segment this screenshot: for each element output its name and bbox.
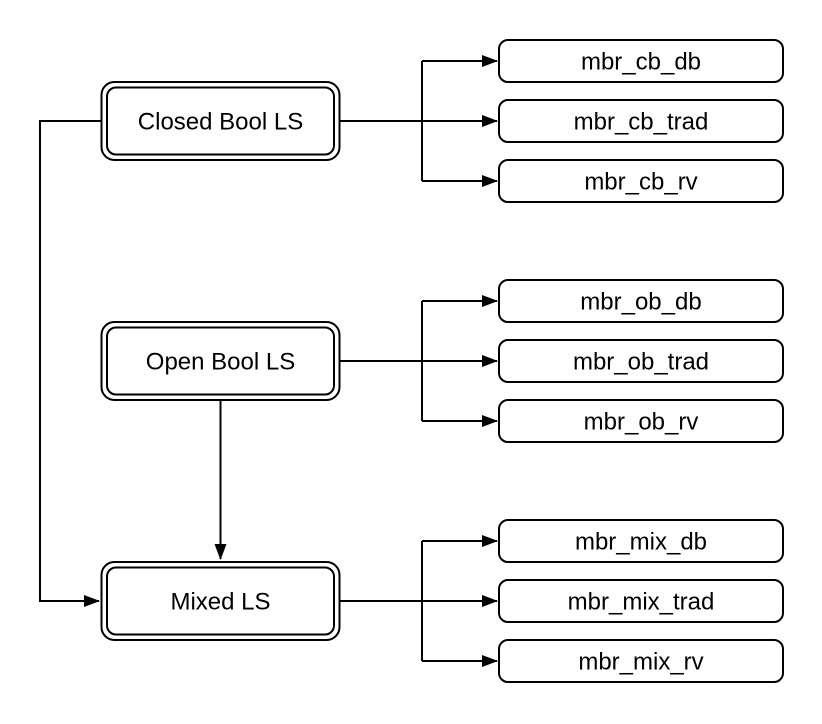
node-open-bool-ls: Open Bool LS <box>100 321 341 401</box>
node-mbr-mix-db: mbr_mix_db <box>498 519 784 563</box>
node-closed-bool-ls: Closed Bool LS <box>100 81 341 161</box>
edge-closed-to-mixed <box>39 120 102 607</box>
member-box <box>498 159 784 203</box>
node-label: Mixed LS <box>170 589 270 616</box>
node-outer-border <box>100 561 341 641</box>
node-label: Open Bool LS <box>146 349 295 376</box>
member-box <box>498 399 784 443</box>
node-outer-border <box>100 81 341 161</box>
edges-open-to-members <box>339 295 498 427</box>
node-inner-border <box>106 86 335 156</box>
member-box <box>498 39 784 83</box>
member-label: mbr_cb_db <box>581 49 701 76</box>
node-mixed-ls: Mixed LS <box>100 561 341 641</box>
member-label: mbr_mix_rv <box>578 649 703 676</box>
node-mbr-mix-rv: mbr_mix_rv <box>498 639 784 683</box>
member-label: mbr_mix_db <box>575 529 707 556</box>
member-label: mbr_cb_trad <box>574 109 709 136</box>
member-label: mbr_ob_rv <box>584 409 699 436</box>
node-mbr-ob-rv: mbr_ob_rv <box>498 399 784 443</box>
node-outer-border <box>100 321 341 401</box>
node-inner-border <box>106 326 335 396</box>
node-mbr-cb-trad: mbr_cb_trad <box>498 99 784 143</box>
node-mbr-cb-db: mbr_cb_db <box>498 39 784 83</box>
member-box <box>498 519 784 563</box>
node-mbr-mix-trad: mbr_mix_trad <box>498 579 784 623</box>
member-label: mbr_ob_db <box>580 289 701 316</box>
member-box <box>498 339 784 383</box>
edges-closed-to-members <box>339 55 498 187</box>
member-box <box>498 639 784 683</box>
node-inner-border <box>106 566 335 636</box>
member-box <box>498 99 784 143</box>
node-mbr-cb-rv: mbr_cb_rv <box>498 159 784 203</box>
member-box <box>498 279 784 323</box>
node-mbr-ob-db: mbr_ob_db <box>498 279 784 323</box>
member-label: mbr_ob_trad <box>573 349 709 376</box>
node-mbr-ob-trad: mbr_ob_trad <box>498 339 784 383</box>
member-label: mbr_cb_rv <box>584 169 697 196</box>
member-box <box>498 579 784 623</box>
member-label: mbr_mix_trad <box>568 589 715 616</box>
node-label: Closed Bool LS <box>138 109 303 136</box>
edges-mixed-to-members <box>339 535 498 667</box>
